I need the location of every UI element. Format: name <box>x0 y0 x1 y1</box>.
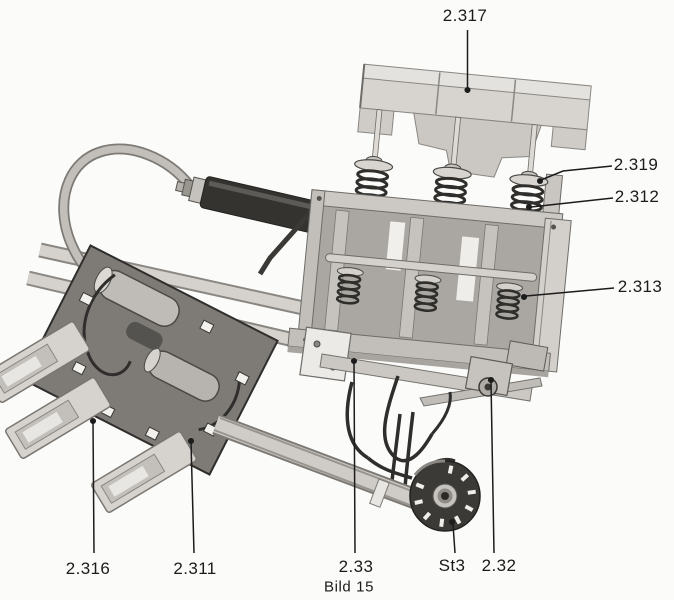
callout-label-2-311: 2.311 <box>173 559 217 578</box>
arc-chute-block <box>359 63 592 131</box>
damper-cylinder <box>175 176 324 234</box>
hinge-bracket <box>464 340 549 397</box>
coil-panel <box>21 244 279 476</box>
callout-label-2-312: 2.312 <box>614 187 660 206</box>
callout-label-2-319: 2.319 <box>613 155 659 174</box>
cable-bundle <box>212 414 446 517</box>
connector-disc <box>409 459 481 532</box>
callout-label-st3: St3 <box>438 556 466 575</box>
terminal-rails <box>0 321 197 513</box>
terminal-rail <box>5 377 111 459</box>
auxiliary-spring <box>335 267 364 305</box>
disc-ticks <box>414 465 476 528</box>
callout-label-2-317: 2.317 <box>442 6 488 25</box>
callout-label-2-33: 2.33 <box>338 557 374 576</box>
auxiliary-spring <box>495 282 524 320</box>
auxiliary-springs <box>335 267 524 320</box>
callout-label-2-32: 2.32 <box>481 556 517 575</box>
auxiliary-spring <box>413 274 442 313</box>
callout-label-2-313: 2.313 <box>617 277 663 296</box>
terminal-rail <box>0 321 90 403</box>
cylinder-strap <box>257 202 320 276</box>
switch-group <box>287 63 592 378</box>
leader-lines <box>89 30 615 554</box>
callout-label-2-316: 2.316 <box>65 559 111 578</box>
figure-caption: Bild 15 <box>323 578 375 596</box>
terminal-rail <box>91 431 197 513</box>
